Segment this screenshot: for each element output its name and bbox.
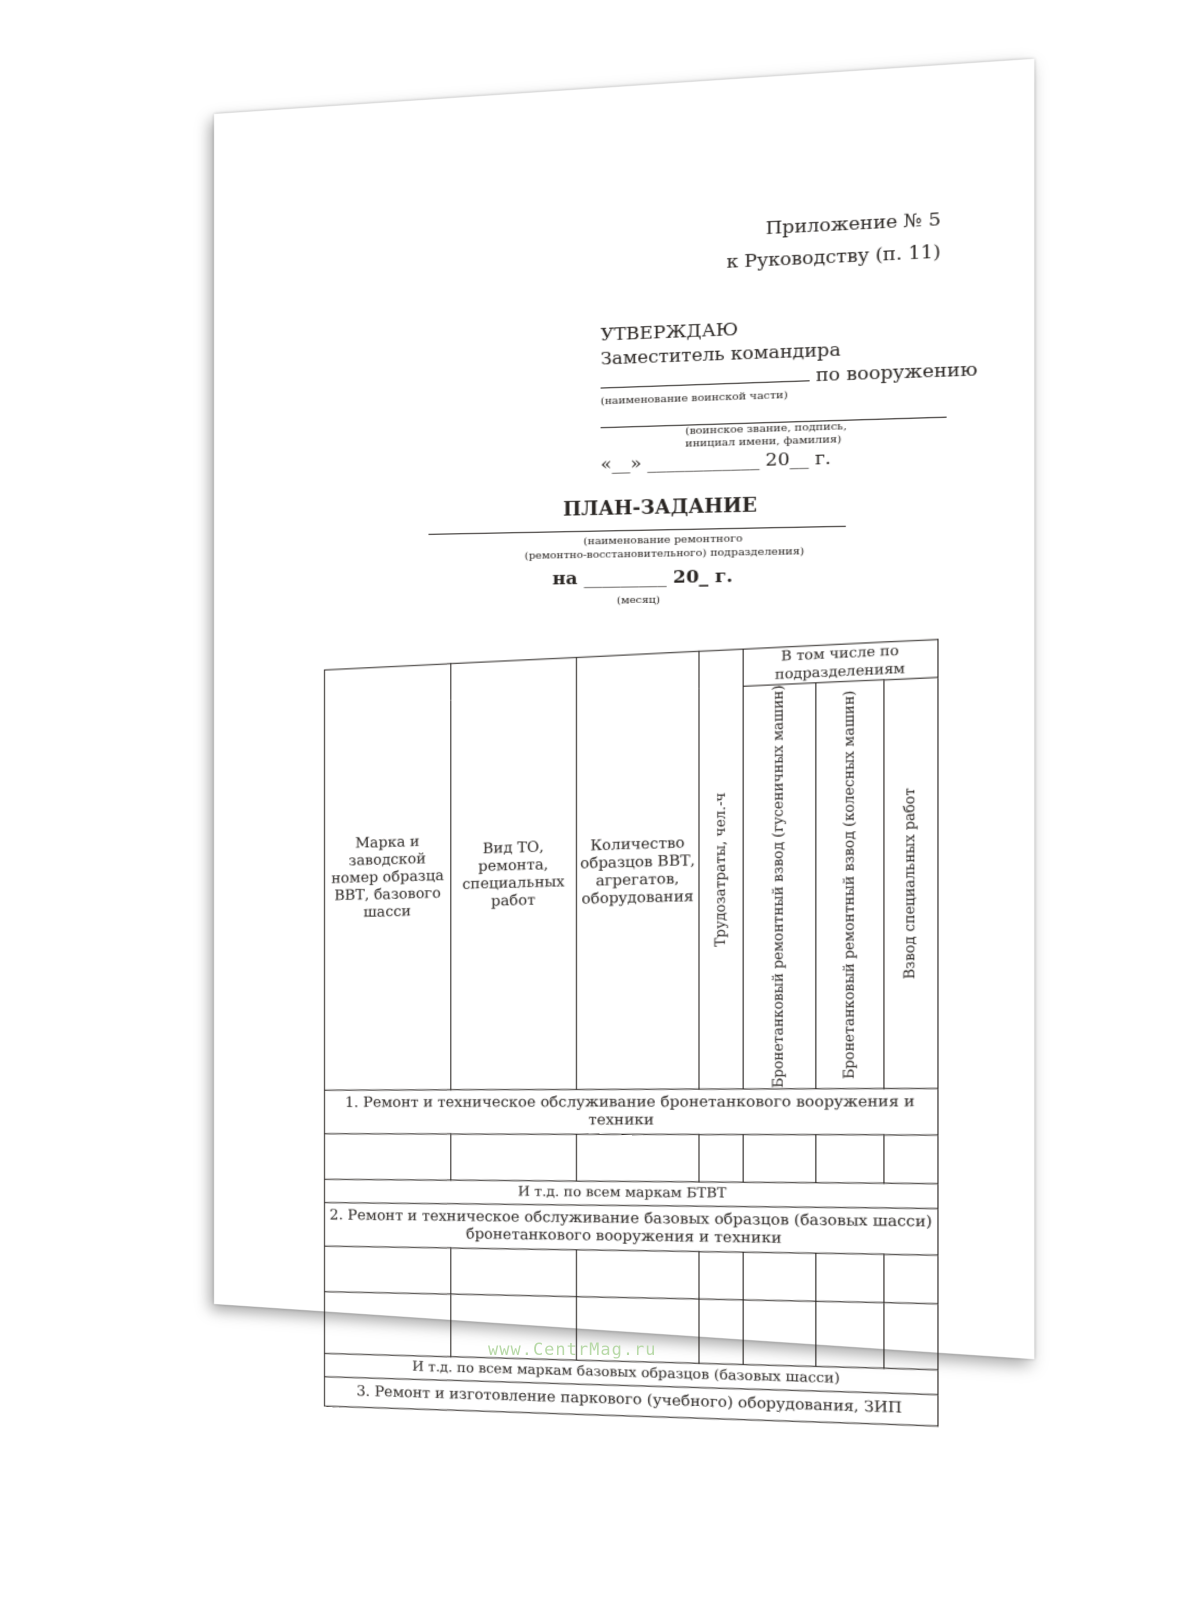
header-quantity: Количество образцов ВВТ, агрегатов, обор…	[576, 651, 699, 1089]
table-row	[325, 1133, 938, 1183]
header-sub3: Взвод специальных работ	[884, 677, 938, 1088]
approval-block: УТВЕРЖДАЮ Заместитель командира по воору…	[601, 308, 978, 477]
section-1-row: 1. Ремонт и техническое обслуживание бро…	[325, 1088, 938, 1135]
header-sub2: Бронетанковый ремонтный взвод (колесных …	[816, 680, 884, 1089]
period-year: 20_ г.	[673, 566, 733, 588]
unit-name-caption: (наименование ремонтного (ремонтно-восст…	[428, 529, 908, 565]
document-title: ПЛАН-ЗАДАНИЕ	[563, 495, 757, 521]
unit-blank	[601, 380, 810, 388]
period-line: на _________ 20_ г.	[552, 566, 732, 590]
period-prefix: на	[552, 568, 577, 589]
header-sub1-text: Бронетанковый ремонтный взвод (гусеничны…	[772, 685, 788, 1088]
month-blank: _________	[584, 567, 667, 589]
watermark: www.CentrMag.ru	[488, 1340, 657, 1360]
annex-reference: Приложение № 5 к Руководству (п. 11)	[727, 204, 941, 279]
month-caption: (месяц)	[617, 595, 660, 608]
header-sub3-text: Взвод специальных работ	[903, 788, 919, 979]
header-type: Вид ТО, ремонта, специальных работ	[451, 657, 577, 1089]
approval-suffix: по вооружению	[816, 359, 978, 386]
header-brand: Марка и заводской номер образца ВВТ, баз…	[325, 664, 451, 1090]
document-page: Приложение № 5 к Руководству (п. 11) УТВ…	[214, 59, 1034, 1359]
header-labor: Трудозатраты, чел.-ч	[699, 649, 743, 1089]
header-sub2-text: Бронетанковый ремонтный взвод (колесных …	[842, 690, 858, 1079]
page-reflection	[214, 1306, 974, 1466]
header-sub1: Бронетанковый ремонтный взвод (гусеничны…	[743, 683, 816, 1089]
header-labor-text: Трудозатраты, чел.-ч	[713, 792, 728, 947]
